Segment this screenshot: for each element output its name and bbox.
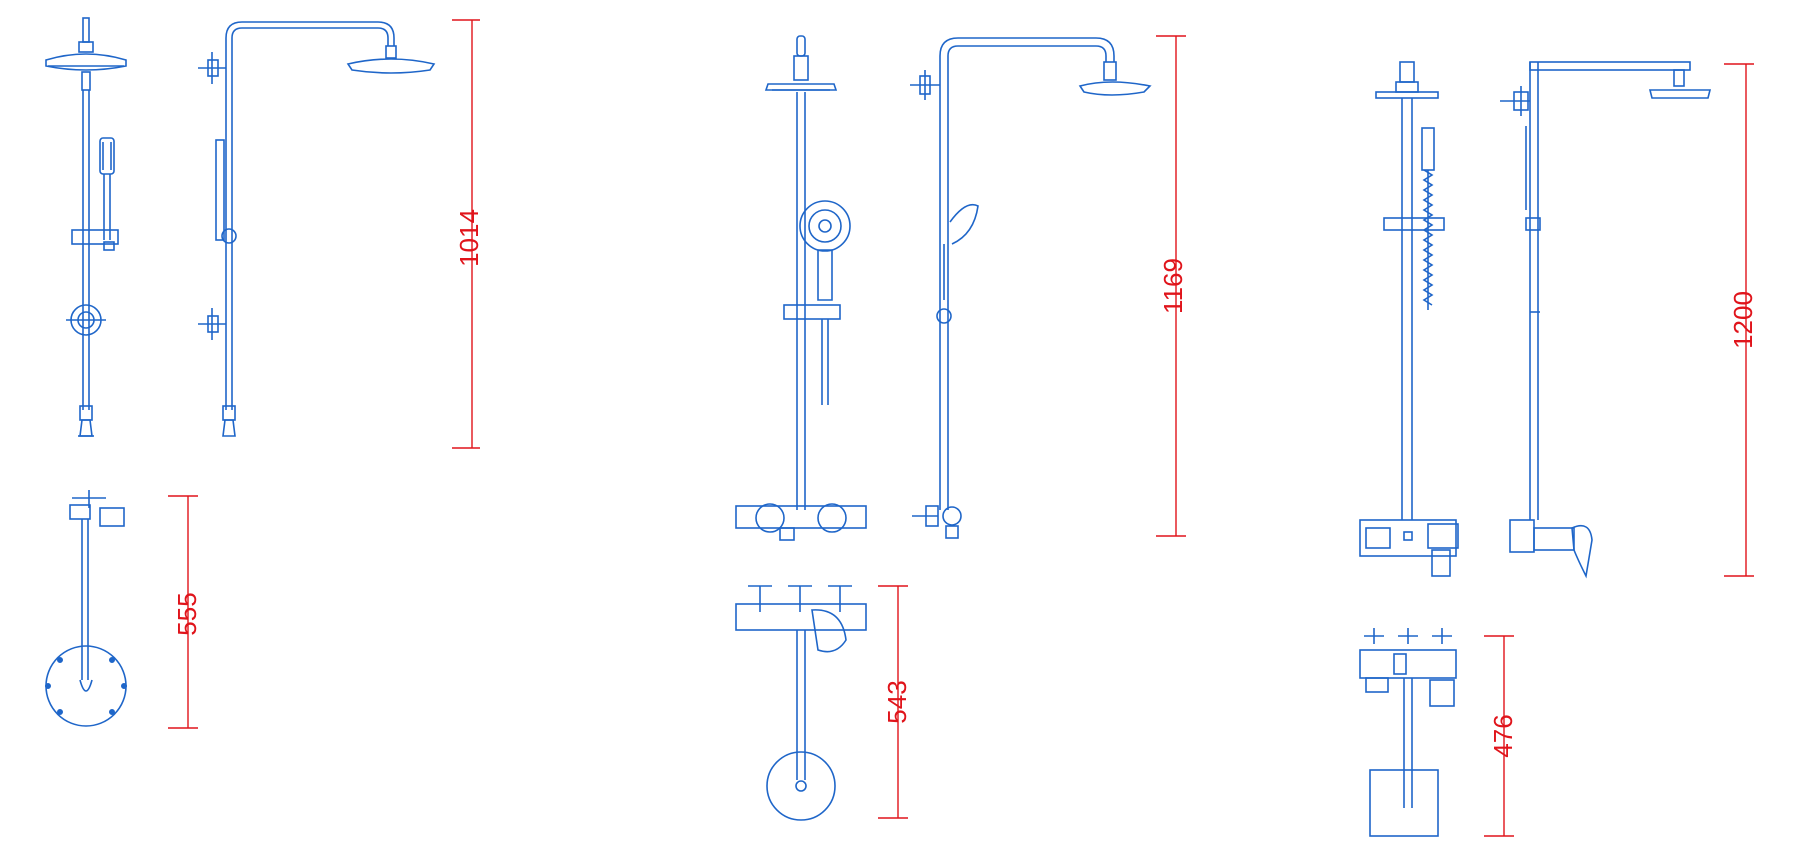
- set-3-front-view: [1359, 61, 1459, 577]
- set-3-depth-label: 476: [1488, 714, 1518, 757]
- set-1-side-view: [198, 21, 436, 437]
- set-1-top-view-holes: [45, 657, 127, 715]
- set-1-top-view: [45, 490, 127, 727]
- set-2-height-dimension: 1169: [1156, 35, 1188, 537]
- set-2: 1169 543: [735, 35, 1188, 821]
- set-1: 1014 555: [45, 17, 484, 729]
- set-1-height-label: 1014: [454, 209, 484, 267]
- set-2-side-view: [910, 37, 1152, 539]
- set-1-height-dimension: 1014: [452, 19, 484, 449]
- set-3-top-view: [1359, 628, 1457, 837]
- set-2-front-view: [735, 35, 867, 541]
- set-2-depth-dimension: 543: [878, 585, 912, 819]
- set-3: 1200 476: [1359, 61, 1758, 837]
- set-1-depth-label: 555: [172, 592, 202, 635]
- set-3-height-label: 1200: [1728, 291, 1758, 349]
- set-1-front-view: [45, 17, 127, 437]
- set-2-height-label: 1169: [1158, 258, 1188, 314]
- set-3-side-view: [1500, 61, 1712, 579]
- set-2-depth-label: 543: [882, 680, 912, 723]
- set-1-depth-dimension: 555: [168, 495, 202, 729]
- set-3-depth-dimension: 476: [1484, 635, 1518, 837]
- set-3-height-dimension: 1200: [1724, 63, 1758, 577]
- set-2-top-view: [735, 585, 867, 821]
